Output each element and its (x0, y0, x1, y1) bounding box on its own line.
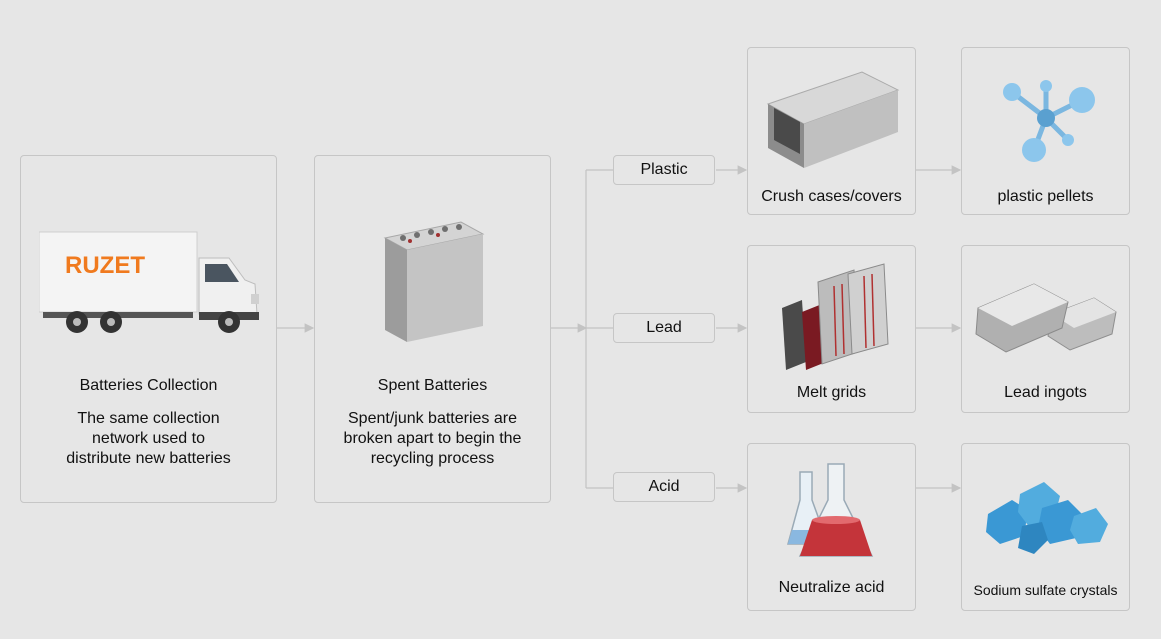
tag-plastic: Plastic (613, 155, 715, 185)
spent-desc-line-2: broken apart to begin the (343, 430, 522, 447)
spent-batteries-box: Spent Batteries Spent/junk batteries are… (314, 155, 551, 503)
battery-icon (383, 221, 485, 342)
melt-grids-label: Melt grids (796, 384, 867, 401)
neutralize-acid-box: Neutralize acid (747, 443, 916, 611)
melt-grids-box: Melt grids (747, 245, 916, 413)
lead-ingots-label: Lead ingots (1004, 384, 1087, 401)
batteries-collection-box: RUZET Batteries Collection The same coll… (20, 155, 277, 503)
neutralize-acid-label: Neutralize acid (778, 579, 885, 596)
spent-title: Spent Batteries (377, 377, 488, 394)
collection-desc-line-1: The same collection (77, 410, 220, 427)
spent-desc-line-1: Spent/junk batteries are (348, 410, 517, 427)
battery-grids-icon (782, 263, 889, 370)
plastic-pellets-label: plastic pellets (997, 188, 1094, 205)
spent-desc-line-3: recycling process (370, 450, 495, 467)
crush-cases-label: Crush cases/covers (761, 188, 902, 205)
flask-icon (787, 463, 874, 557)
tag-acid: Acid (613, 472, 715, 502)
sodium-sulfate-label: Sodium sulfate crystals (973, 582, 1118, 598)
plastic-pellets-box: plastic pellets (961, 47, 1130, 215)
battery-case-icon (766, 71, 900, 168)
collection-desc-line-2: network used to (92, 430, 205, 447)
molecule-icon (1003, 80, 1095, 162)
tag-lead: Lead (613, 313, 715, 343)
truck-icon: RUZET (39, 231, 259, 333)
lead-ingots-box: Lead ingots (961, 245, 1130, 413)
truck-brand-logo: RUZET (65, 252, 145, 279)
collection-title: Batteries Collection (79, 377, 218, 394)
crystals-icon (986, 482, 1108, 554)
sodium-sulfate-box: Sodium sulfate crystals (961, 443, 1130, 611)
crush-cases-box: Crush cases/covers (747, 47, 916, 215)
collection-desc-line-3: distribute new batteries (66, 450, 231, 467)
ingots-icon (975, 283, 1117, 353)
